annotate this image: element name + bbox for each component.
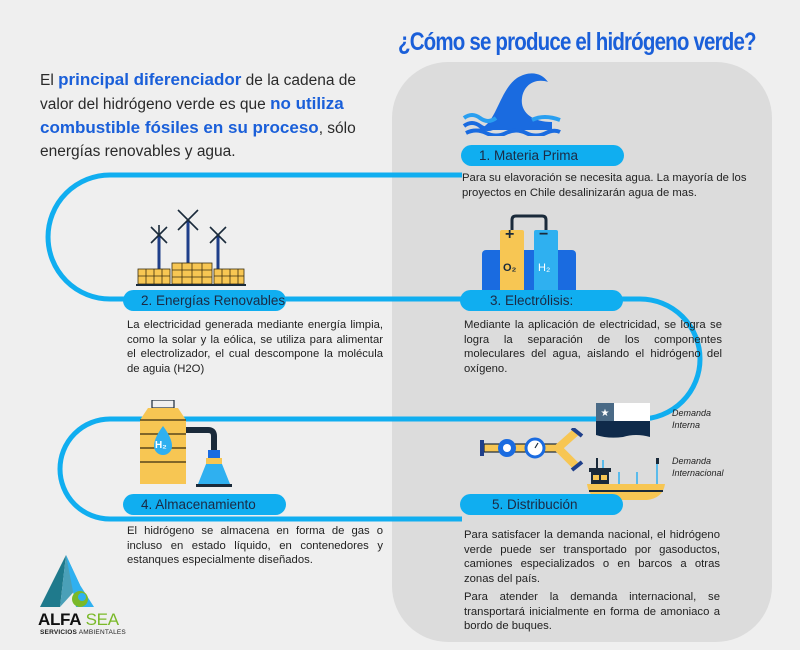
intro-part-2: de la cadena de valor del hidrógeno verd… xyxy=(40,72,356,113)
pipeline-icon xyxy=(480,428,584,472)
wind-solar-icon xyxy=(136,209,246,286)
step-2-text: La electricidad generada mediante energí… xyxy=(127,319,383,375)
intro-highlight-1: principal diferenciador xyxy=(58,70,242,89)
international-demand-label: Demanda Internacional xyxy=(672,455,724,479)
step-4-label: 4. Almacenamiento xyxy=(123,494,286,515)
logo-name-alfa: ALFA xyxy=(38,610,82,629)
alfa-sea-logo-icon xyxy=(40,555,94,607)
wave-icon xyxy=(462,73,561,136)
step-1-text: Para su elavoración se necesita agua. La… xyxy=(462,172,747,199)
step-3-text: Mediante la aplicación de electricidad, … xyxy=(464,319,722,375)
page-title: ¿Cómo se produce el hidrógeno verde? xyxy=(398,28,757,56)
step-4-description: El hidrógeno se almacena en forma de gas… xyxy=(127,524,383,572)
step-5-description: Para satisfacer la demanda nacional, el … xyxy=(464,528,720,638)
step-1-label: 1. Materia Prima xyxy=(461,145,624,166)
step-4-text: El hidrógeno se almacena en forma de gas… xyxy=(127,525,383,566)
step-5-text-national: Para satisfacer la demanda nacional, el … xyxy=(464,529,720,585)
h2-label: H₂ xyxy=(538,262,551,274)
electrolysis-icon: + − O₂ H₂ xyxy=(482,212,576,290)
logo-name: ALFA SEA xyxy=(38,610,119,630)
step-1-description: Para su elavoración se necesita agua. La… xyxy=(462,171,757,204)
logo-name-sea: SEA xyxy=(81,610,119,629)
internal-demand-line-2: Interna xyxy=(672,420,701,430)
step-2-label: 2. Energías Renovables xyxy=(123,290,286,311)
international-demand-line-1: Demanda xyxy=(672,456,712,466)
logo-subtitle: SERVICIOS AMBIENTALES xyxy=(40,629,126,636)
svg-text:★: ★ xyxy=(601,408,610,419)
internal-demand-label: Demanda Interna xyxy=(672,407,711,431)
step-2-description: La electricidad generada mediante energí… xyxy=(127,318,383,380)
step-3-description: Mediante la aplicación de electricidad, … xyxy=(464,318,722,380)
international-demand-line-2: Internacional xyxy=(672,468,724,478)
chile-flag-icon: ★ xyxy=(596,403,650,438)
intro-text: El principal diferenciador de la cadena … xyxy=(40,68,380,163)
minus-sign: − xyxy=(539,226,549,243)
h2-storage-label: H₂ xyxy=(155,440,167,451)
storage-tank-icon: H₂ xyxy=(138,400,234,488)
step-5-text-international: Para atender la demanda internacional, s… xyxy=(464,591,720,632)
o2-label: O₂ xyxy=(503,262,517,274)
intro-part-1: El xyxy=(40,72,59,89)
intro-highlight-2: no utiliza combustible fósiles en su pro… xyxy=(40,94,344,137)
intro-part-3: , sólo energías renovables y agua. xyxy=(40,120,356,160)
logo-subtitle-a: SERVICIOS xyxy=(40,629,78,636)
plus-sign: + xyxy=(505,226,515,243)
internal-demand-line-1: Demanda xyxy=(672,408,712,418)
logo-subtitle-b: AMBIENTALES xyxy=(77,629,126,636)
step-5-label: 5. Distribución xyxy=(460,494,623,515)
step-3-label: 3. Electrólisis: xyxy=(460,290,623,311)
